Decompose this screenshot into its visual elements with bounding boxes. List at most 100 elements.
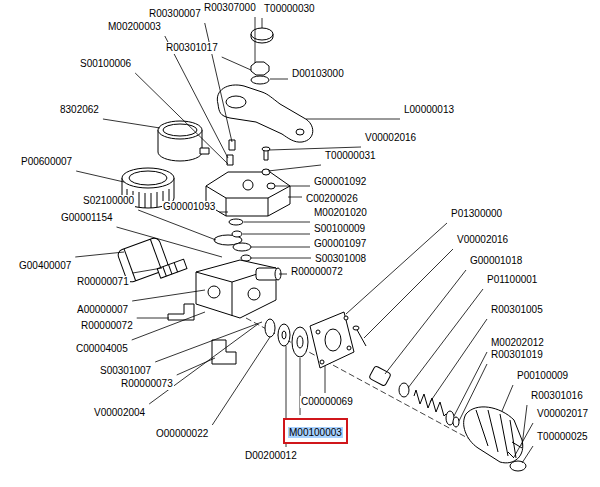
leader-line bbox=[275, 186, 310, 187]
part-number: G00001018 bbox=[469, 255, 523, 267]
leader-line bbox=[219, 212, 228, 213]
leader-line bbox=[155, 322, 262, 362]
pump-head bbox=[206, 172, 290, 216]
pump-body bbox=[208, 286, 220, 298]
outlets bbox=[212, 340, 236, 364]
part-number: S02100000 bbox=[82, 195, 135, 207]
pump-head bbox=[206, 169, 290, 216]
leader-line bbox=[149, 324, 258, 404]
lever bbox=[226, 96, 246, 108]
valve-stack bbox=[232, 231, 242, 237]
outlets bbox=[168, 268, 281, 364]
part-number: C00000069 bbox=[300, 396, 354, 408]
leader-line bbox=[408, 289, 483, 388]
exploded-view bbox=[117, 28, 526, 471]
leader-line bbox=[306, 119, 400, 120]
part-number: R00301016 bbox=[530, 390, 584, 402]
leader-line bbox=[135, 73, 228, 164]
leader-line bbox=[430, 319, 487, 402]
part-number: P00100009 bbox=[516, 370, 569, 382]
valve-stack bbox=[233, 243, 251, 251]
leader-line bbox=[117, 227, 222, 257]
part-number: P01300000 bbox=[450, 208, 503, 220]
flange bbox=[347, 346, 351, 350]
leader-line bbox=[270, 79, 288, 80]
leader-line bbox=[132, 312, 205, 340]
hose-tail bbox=[163, 267, 166, 276]
part-number: G00400007 bbox=[18, 260, 72, 272]
leader-line bbox=[268, 165, 321, 171]
leader-line bbox=[222, 57, 251, 70]
leader-line bbox=[385, 270, 466, 374]
part-number: S00301007 bbox=[99, 365, 152, 377]
part-number: T00000025 bbox=[536, 431, 589, 443]
cap bbox=[251, 28, 273, 43]
part-number: G00001154 bbox=[60, 212, 114, 224]
washers bbox=[297, 336, 303, 348]
part-number: G00001092 bbox=[313, 176, 367, 188]
leader-line bbox=[346, 223, 447, 314]
part-number: S00100006 bbox=[79, 58, 132, 70]
flange bbox=[325, 329, 341, 351]
leader-line bbox=[205, 23, 232, 142]
leader-line bbox=[138, 210, 216, 240]
leader-line bbox=[212, 337, 270, 425]
part-number: V00002016 bbox=[456, 234, 509, 246]
part-number: R00000073 bbox=[120, 378, 174, 390]
part-number: T00000031 bbox=[324, 150, 377, 162]
screws bbox=[227, 140, 270, 165]
leader-line bbox=[522, 405, 527, 446]
part-number: R00000071 bbox=[76, 276, 130, 288]
ring-nut bbox=[122, 168, 174, 188]
leader-line bbox=[279, 274, 287, 275]
knob bbox=[476, 410, 516, 458]
part-number: A00000007 bbox=[76, 304, 129, 316]
part-number: R00301017 bbox=[165, 42, 219, 54]
regulator-parts bbox=[369, 366, 391, 387]
knob bbox=[464, 407, 523, 463]
flange bbox=[310, 312, 366, 368]
part-number: P01100001 bbox=[486, 274, 538, 286]
washers bbox=[265, 319, 308, 357]
part-number: P00600007 bbox=[20, 156, 73, 168]
leader-line bbox=[165, 36, 228, 158]
leader-line bbox=[133, 268, 162, 273]
part-number: V00002016 bbox=[364, 132, 417, 144]
leader-line bbox=[103, 119, 160, 128]
leader-line bbox=[76, 171, 124, 182]
part-number: M00202012 bbox=[490, 337, 545, 349]
highlight-box: M00100003 bbox=[283, 418, 348, 444]
regulator-parts bbox=[414, 390, 446, 416]
cap bbox=[251, 28, 273, 40]
part-number: C00004005 bbox=[75, 343, 129, 355]
leader-line bbox=[364, 249, 453, 338]
ring-nut bbox=[129, 171, 167, 185]
gauge bbox=[163, 124, 197, 136]
part-number: D00200012 bbox=[244, 450, 298, 462]
leader-line bbox=[75, 252, 124, 257]
part-number: V00002004 bbox=[93, 407, 146, 419]
part-number: D00103000 bbox=[291, 68, 345, 80]
ring-nut bbox=[151, 193, 152, 208]
part-number: L00000013 bbox=[403, 104, 455, 116]
leader-lines bbox=[75, 17, 533, 463]
leader-line bbox=[177, 358, 215, 375]
part-number: S00301008 bbox=[314, 253, 367, 265]
ring-nut bbox=[157, 192, 158, 207]
leader-line bbox=[262, 18, 263, 28]
knob bbox=[464, 407, 526, 471]
lever bbox=[217, 85, 312, 142]
part-number: S00100009 bbox=[313, 223, 366, 235]
regulator-parts bbox=[453, 417, 459, 427]
leader-line bbox=[454, 352, 487, 416]
hose-tail bbox=[157, 259, 187, 278]
part-number: G00001097 bbox=[313, 238, 367, 250]
leader-line bbox=[522, 446, 533, 463]
valve-stack bbox=[229, 219, 243, 225]
hose-tail bbox=[169, 265, 172, 274]
part-number: R00301005 bbox=[490, 304, 544, 316]
screws bbox=[262, 147, 270, 151]
part-number: T00000030 bbox=[263, 3, 316, 15]
part-number: V00002017 bbox=[536, 408, 589, 420]
